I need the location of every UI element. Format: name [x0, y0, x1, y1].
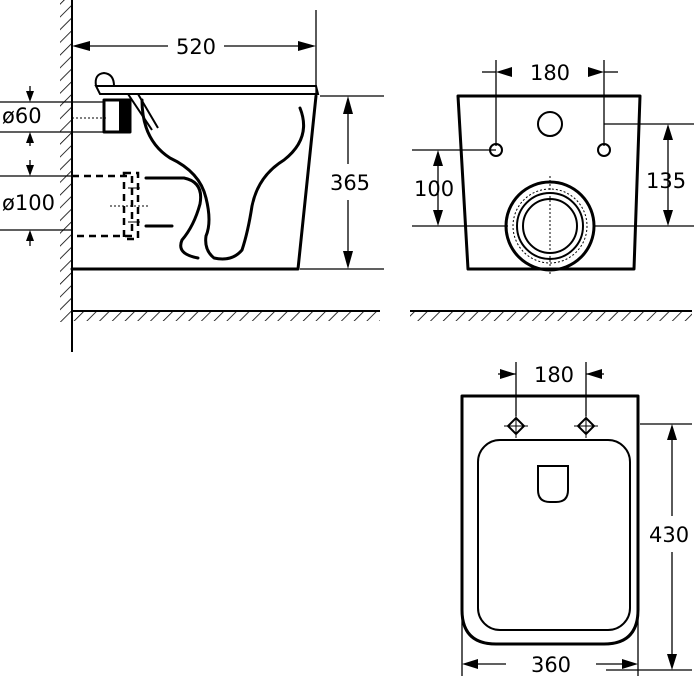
- dim-180-front: 180: [482, 60, 618, 146]
- dim-label-top-width: 360: [531, 653, 571, 677]
- dim-100-front: 100: [412, 149, 508, 227]
- dim-label-top-length: 430: [649, 523, 689, 547]
- dim-430: 430: [606, 423, 692, 671]
- side-bowl-outline: [70, 71, 320, 271]
- dim-360: 360: [461, 612, 639, 677]
- dim-label-outlet-diameter: ø100: [2, 191, 55, 215]
- side-inlet: [72, 98, 132, 134]
- dim-520: 520: [71, 10, 317, 96]
- dim-label-side-depth: 520: [176, 35, 216, 59]
- dim-135-front: 135: [594, 123, 694, 227]
- dim-dia60: ø60: [0, 86, 104, 146]
- front-body: [456, 94, 642, 276]
- front-floor: [410, 310, 692, 321]
- dim-365: 365: [300, 95, 384, 270]
- front-view: 180 100 135: [410, 60, 694, 321]
- dim-label-front-bolt-spacing: 180: [530, 61, 570, 85]
- top-view: 180 430 360: [460, 362, 692, 677]
- dim-180-top: 180: [498, 362, 604, 416]
- dim-label-top-bolt-spacing: 180: [534, 363, 574, 387]
- side-view: 520 365 ø60: [0, 0, 384, 352]
- dim-label-side-height: 365: [330, 171, 370, 195]
- top-bolt-right: [574, 414, 598, 438]
- dim-label-front-right-height: 135: [646, 169, 686, 193]
- side-floor: [72, 310, 380, 321]
- dim-label-front-left-height: 100: [414, 177, 454, 201]
- top-bolt-left: [504, 414, 528, 438]
- dim-dia100: ø100: [0, 160, 72, 246]
- top-body: [460, 394, 640, 646]
- side-outlet: [72, 171, 148, 241]
- dim-label-inlet-diameter: ø60: [2, 104, 42, 128]
